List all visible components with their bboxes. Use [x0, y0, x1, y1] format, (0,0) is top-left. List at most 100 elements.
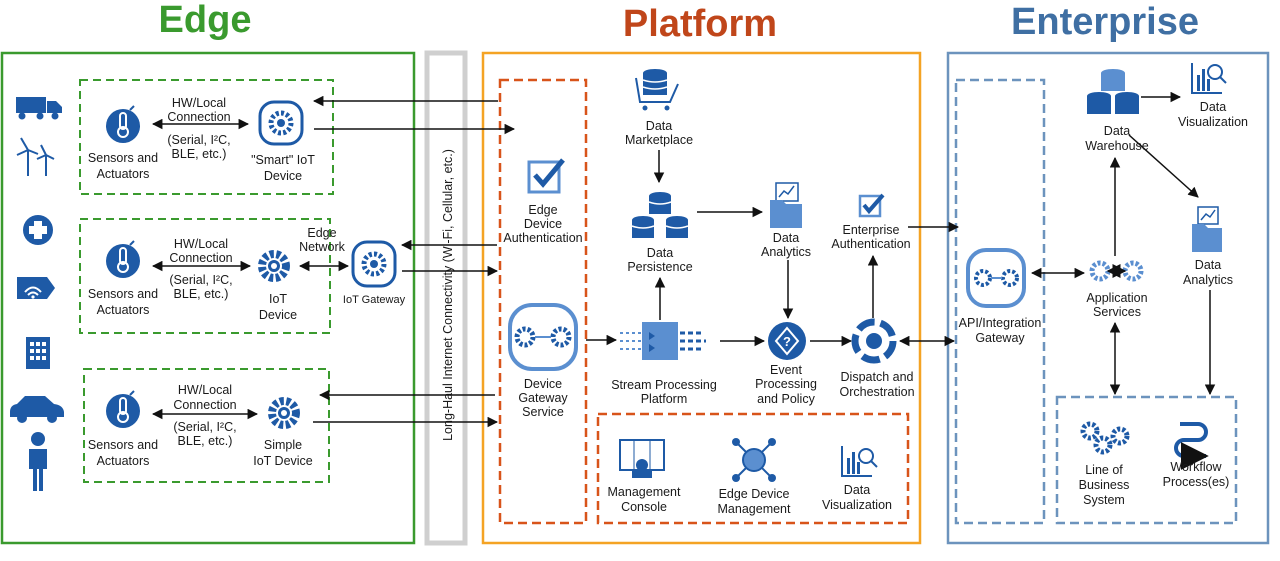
checkbox-icon — [858, 193, 885, 218]
device-label: Device — [264, 169, 302, 183]
device-gateway-service-icon — [508, 303, 578, 371]
device-label: IoT — [269, 292, 287, 306]
device-label: IoT Device — [253, 454, 313, 468]
warehouse-label: Warehouse — [1085, 139, 1149, 153]
gateway-service-label: Device — [524, 377, 562, 391]
ent-analytics-label: Data — [1195, 258, 1221, 272]
sensor-label: Actuators — [97, 454, 150, 468]
car-icon — [10, 396, 64, 423]
dispatch-label: Dispatch and — [841, 370, 914, 384]
sensor-icon — [106, 105, 140, 143]
data-visualization-icon — [1191, 63, 1227, 94]
event-label: Event — [770, 363, 802, 377]
connectors — [151, 91, 1216, 428]
platform-title: Platform — [623, 3, 777, 45]
analytics-label: Analytics — [761, 245, 811, 259]
device-label: Simple — [264, 438, 302, 452]
marketplace-label: Data — [646, 119, 672, 133]
sensor-icon — [106, 390, 140, 428]
line-of-business-gears-icon — [1080, 421, 1130, 455]
tag-wireless-icon — [17, 277, 55, 299]
sensor-label: Sensors and — [88, 438, 158, 452]
edge-device-management-icon — [732, 438, 776, 482]
mgmt-console-label: Console — [621, 500, 667, 514]
edge-mgmt-label: Management — [718, 502, 791, 516]
sensor-label: Sensors and — [88, 287, 158, 301]
app-services-label: Application — [1086, 291, 1147, 305]
ent-analytics-label: Analytics — [1183, 273, 1233, 287]
stream-processing-icon — [620, 322, 706, 360]
medical-cross-icon — [23, 215, 53, 245]
edge-auth-label: Authentication — [503, 231, 582, 245]
persistence-label: Data — [647, 246, 673, 260]
enterprise-title: Enterprise — [1011, 1, 1199, 43]
platform-section — [481, 51, 922, 545]
data-marketplace-icon — [635, 69, 679, 111]
edge-group-3 — [83, 368, 330, 483]
dispatch-orchestration-icon — [851, 318, 897, 364]
edge-mgmt-label: Edge Device — [719, 487, 790, 501]
edge-group-1 — [79, 79, 334, 195]
data-warehouse-icon — [1087, 69, 1139, 114]
iot-device-gear-icon — [258, 250, 290, 282]
conn-label: HW/Local — [174, 237, 228, 251]
data-analytics-icon — [770, 182, 802, 228]
mgmt-console-label: Management — [608, 485, 681, 499]
lob-label: System — [1083, 493, 1125, 507]
edge-network-label: Edge — [307, 226, 336, 240]
lob-group — [1055, 395, 1238, 525]
smart-iot-device-icon — [258, 100, 304, 146]
svg-text:?: ? — [783, 334, 791, 349]
analytics-label: Data — [773, 231, 799, 245]
platform-visualization-label: Visualization — [822, 498, 892, 512]
api-gateway-group — [954, 78, 1046, 525]
marketplace-label: Marketplace — [625, 133, 693, 147]
checkbox-icon — [527, 158, 565, 194]
api-gateway-label: API/Integration — [959, 316, 1042, 330]
conn-label: (Serial, I²C, — [169, 273, 232, 287]
edge-network-label: Network — [299, 240, 346, 254]
conn-label: BLE, etc.) — [178, 434, 233, 448]
simple-iot-device-gear-icon — [268, 397, 300, 429]
edge-auth-label: Device — [524, 217, 562, 231]
device-gateway-group — [498, 78, 588, 525]
gateway-service-label: Gateway — [518, 391, 568, 405]
lob-label: Business — [1079, 478, 1130, 492]
warehouse-label: Data — [1104, 124, 1130, 138]
conn-label: BLE, etc.) — [172, 147, 227, 161]
iot-gateway-label: IoT Gateway — [343, 294, 406, 306]
edge-section — [0, 51, 416, 545]
ent-visualization-label: Visualization — [1178, 115, 1248, 129]
lob-label: Line of — [1085, 463, 1123, 477]
conn-label: Connection — [167, 110, 230, 124]
enterprise-section — [946, 51, 1270, 545]
stream-label: Stream Processing — [611, 378, 717, 392]
conn-label: (Serial, I²C, — [173, 420, 236, 434]
connectivity-pipe — [424, 50, 468, 546]
iot-gateway-icon — [351, 240, 397, 288]
truck-icon — [16, 97, 62, 120]
wind-turbine-icon — [16, 137, 55, 176]
ent-visualization-label: Data — [1200, 100, 1226, 114]
device-label: "Smart" IoT — [251, 153, 315, 167]
persistence-label: Persistence — [627, 260, 692, 274]
connectivity-label: Long-Haul Internet Connectivity (Wi-Fi, … — [441, 149, 455, 441]
management-group — [596, 412, 910, 525]
sensor-icon — [106, 240, 140, 278]
app-services-label: Services — [1093, 305, 1141, 319]
platform-visualization-label: Data — [844, 483, 870, 497]
gateway-service-label: Service — [522, 405, 564, 419]
conn-label: Connection — [169, 251, 232, 265]
ent-auth-label: Authentication — [831, 237, 910, 251]
conn-label: HW/Local — [172, 96, 226, 110]
event-label: Processing — [755, 377, 817, 391]
api-gateway-label: Gateway — [975, 331, 1025, 345]
device-label: Device — [259, 308, 297, 322]
stream-label: Platform — [641, 392, 688, 406]
data-analytics-icon — [1192, 206, 1222, 252]
building-icon — [26, 337, 50, 369]
data-visualization-icon — [841, 446, 878, 477]
workflow-label: Workflow — [1170, 460, 1222, 474]
dispatch-label: Orchestration — [839, 385, 914, 399]
